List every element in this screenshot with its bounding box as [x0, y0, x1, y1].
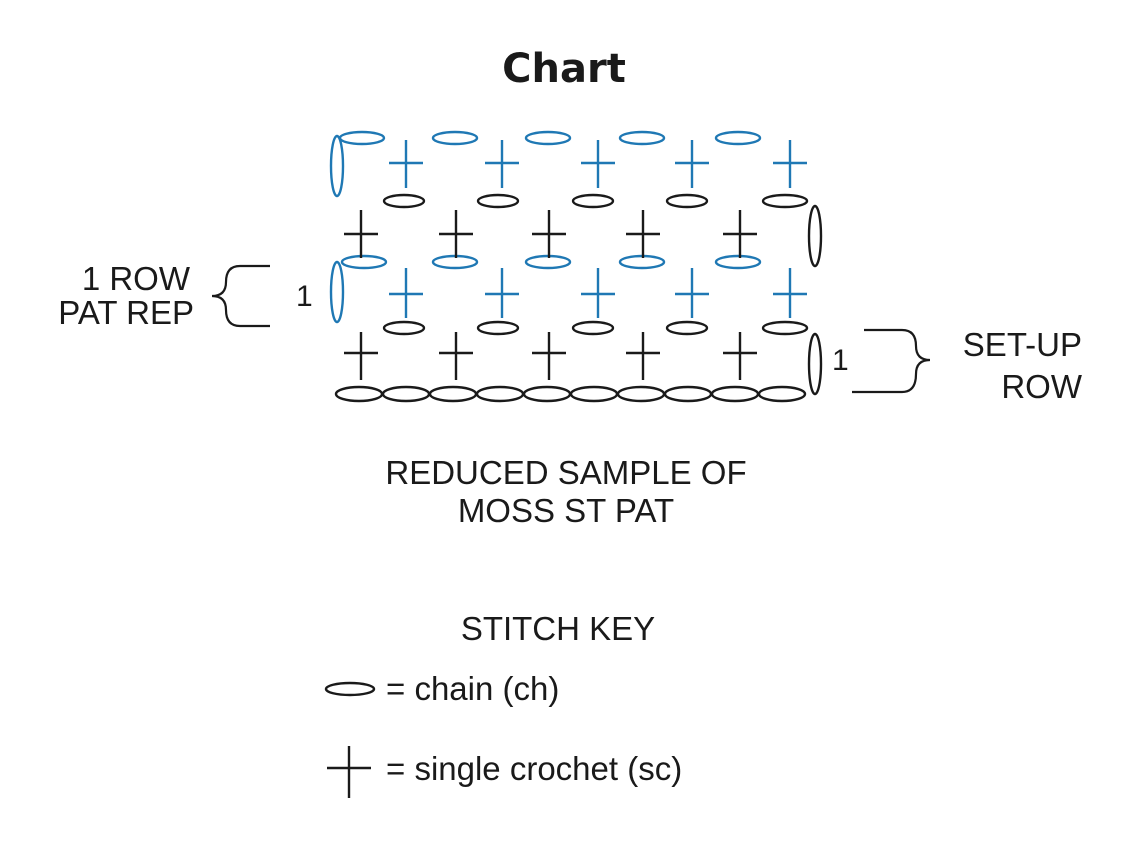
row-repeat-label-line2: PAT REP — [58, 294, 194, 331]
single-crochet-stitch — [532, 332, 566, 380]
single-crochet-stitch — [439, 332, 473, 380]
foundation-chain-stitch — [757, 385, 807, 403]
foundation-chain-stitch — [475, 385, 525, 403]
setup-row-bracket — [852, 328, 931, 394]
single-crochet-stitch — [723, 210, 757, 258]
row-repeat-number: 1 — [296, 280, 313, 313]
row-repeat-label-line1: 1 ROW — [82, 260, 191, 297]
foundation-chain-stitch — [334, 385, 384, 403]
single-crochet-stitch — [485, 140, 519, 188]
chain-stitch — [571, 193, 615, 209]
single-crochet-stitch — [389, 268, 423, 318]
turning-chain-stitch — [329, 134, 345, 198]
chain-stitch — [618, 130, 666, 146]
foundation-chain-stitch — [663, 385, 713, 403]
foundation-chain-stitch — [522, 385, 572, 403]
chain-stitch — [382, 193, 426, 209]
single-crochet-stitch — [344, 332, 378, 380]
single-crochet-stitch — [344, 210, 378, 258]
chain-stitch — [714, 130, 762, 146]
foundation-chain-stitch — [710, 385, 760, 403]
single-crochet-stitch — [773, 140, 807, 188]
chain-stitch — [571, 320, 615, 336]
single-crochet-stitch — [485, 268, 519, 318]
foundation-chain-stitch — [569, 385, 619, 403]
chain-stitch — [476, 193, 520, 209]
single-crochet-stitch — [581, 268, 615, 318]
single-crochet-stitch — [389, 140, 423, 188]
single-crochet-stitch — [723, 332, 757, 380]
single-crochet-stitch — [626, 210, 660, 258]
setup-row-label-line2: ROW — [1001, 368, 1083, 405]
chain-stitch — [338, 130, 386, 146]
chain-stitch — [665, 193, 709, 209]
turning-chain-stitch — [807, 332, 823, 396]
turning-chain-stitch — [761, 193, 809, 209]
setup-row-label-line1: SET-UP — [963, 326, 1082, 363]
single-crochet-stitch — [675, 268, 709, 318]
chain-stitch — [476, 320, 520, 336]
setup-row-number: 1 — [832, 344, 849, 377]
single-crochet-stitch — [626, 332, 660, 380]
row-repeat-bracket — [211, 264, 270, 328]
single-crochet-stitch — [581, 140, 615, 188]
chain-stitch — [714, 254, 762, 270]
chain-key-text: = chain (ch) — [386, 670, 559, 707]
single-crochet-stitch — [675, 140, 709, 188]
foundation-chain-stitch — [428, 385, 478, 403]
single-crochet-stitch — [532, 210, 566, 258]
chart-title: Chart — [502, 46, 626, 92]
turning-chain-stitch — [807, 204, 823, 268]
chain-stitch — [340, 254, 388, 270]
chain-stitch — [665, 320, 709, 336]
single-crochet-stitch — [439, 210, 473, 258]
turning-chain-stitch — [761, 320, 809, 336]
foundation-chain-stitch — [616, 385, 666, 403]
foundation-chain-stitch — [381, 385, 431, 403]
chain-stitch — [524, 130, 572, 146]
chain-icon — [324, 681, 376, 697]
sc-key-text: = single crochet (sc) — [386, 750, 682, 787]
stitch-key-heading: STITCH KEY — [461, 610, 655, 647]
stitch-grid — [329, 130, 823, 403]
single-crochet-icon — [327, 746, 371, 798]
chain-stitch — [431, 130, 479, 146]
caption-line2: MOSS ST PAT — [458, 492, 674, 529]
single-crochet-stitch — [773, 268, 807, 318]
chain-stitch — [382, 320, 426, 336]
turning-chain-stitch — [329, 260, 345, 324]
caption-line1: REDUCED SAMPLE OF — [385, 454, 746, 491]
